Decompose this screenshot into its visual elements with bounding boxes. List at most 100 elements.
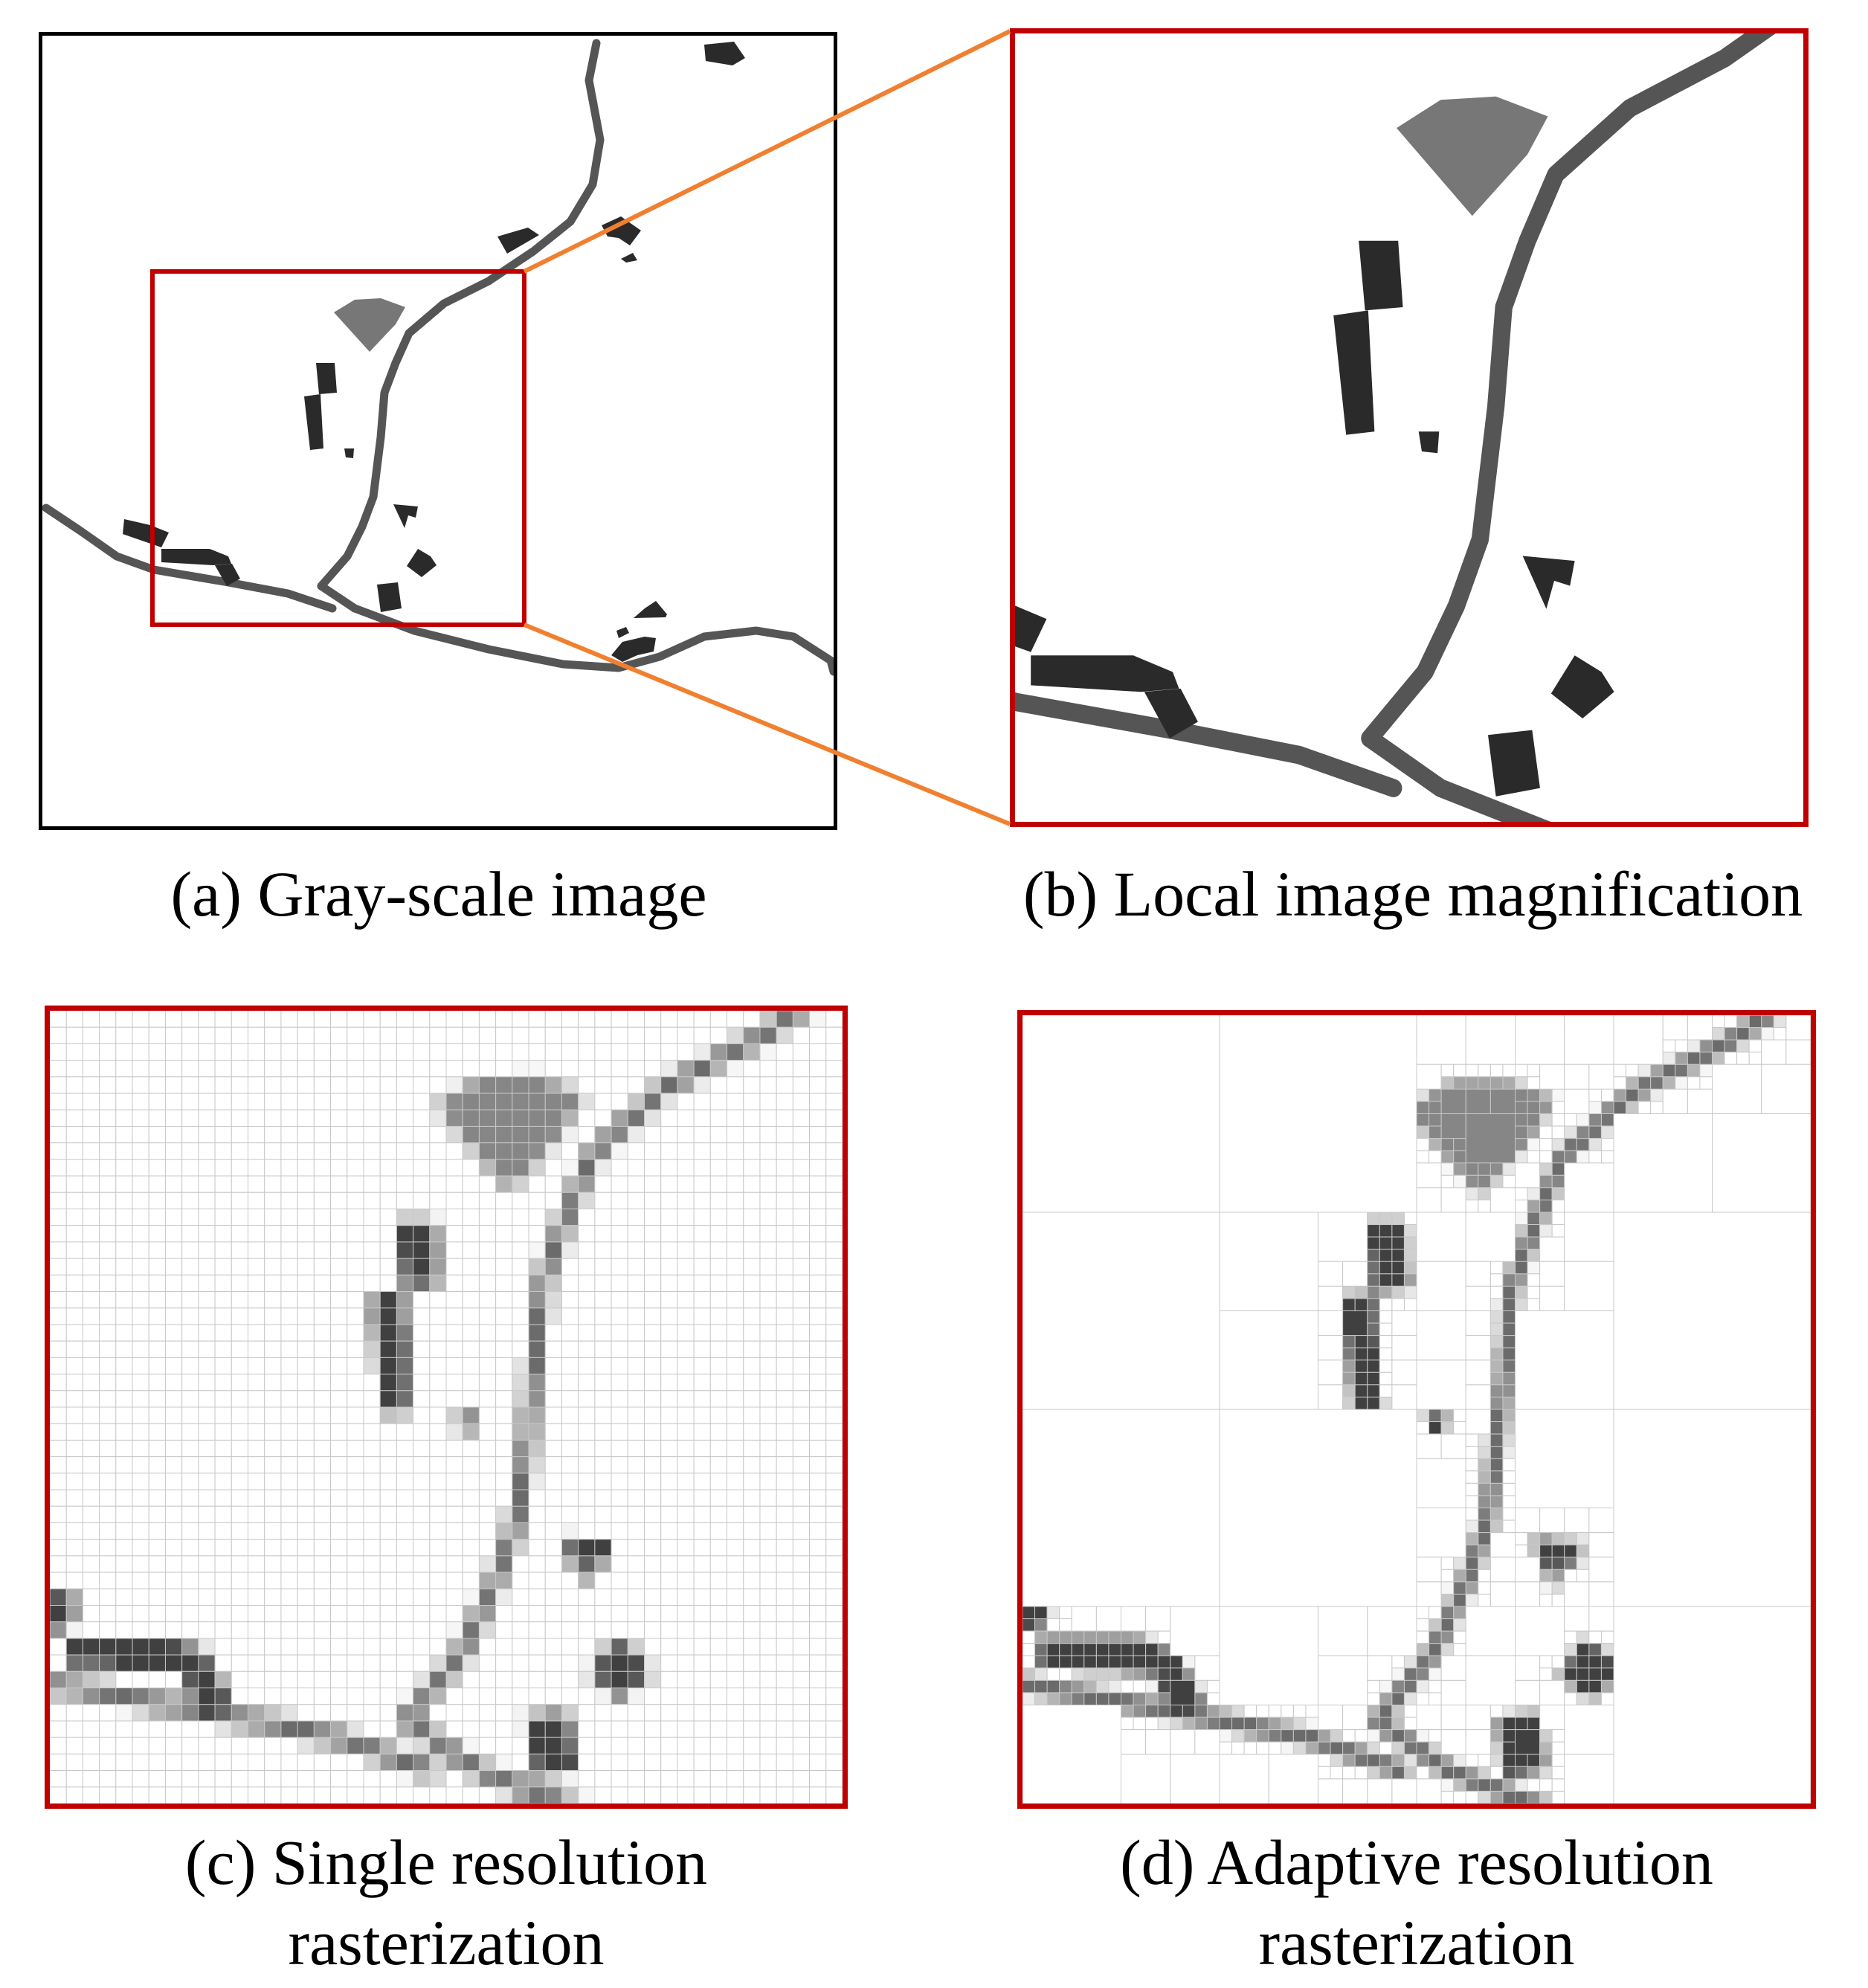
quadtree-cell: [1059, 1643, 1072, 1656]
raster-cell: [248, 1456, 265, 1474]
raster-cell: [231, 1109, 248, 1127]
raster-cell: [512, 1605, 529, 1623]
quadtree-cell: [1034, 1655, 1048, 1669]
raster-cell: [594, 1291, 612, 1309]
raster-cell: [759, 1258, 777, 1276]
quadtree-cell: [1268, 1705, 1282, 1718]
raster-cell: [65, 1456, 83, 1474]
raster-cell: [578, 1505, 596, 1523]
raster-cell: [198, 1175, 216, 1193]
raster-cell: [99, 1011, 117, 1028]
quadtree-cell: [1539, 1174, 1553, 1188]
raster-cell: [264, 1572, 282, 1589]
raster-cell: [363, 1621, 381, 1639]
raster-cell: [429, 1489, 447, 1507]
raster-cell: [644, 1605, 662, 1623]
raster-cell: [693, 1374, 711, 1392]
quadtree-cell: [1182, 1655, 1196, 1669]
raster-cell: [759, 1142, 777, 1160]
raster-cell: [528, 1060, 546, 1078]
raster-cell: [644, 1357, 662, 1375]
quadtree-cell: [1465, 1310, 1491, 1336]
raster-cell: [660, 1770, 678, 1788]
raster-cell: [544, 1357, 562, 1375]
quadtree-cell: [1157, 1717, 1171, 1731]
raster-cell: [478, 1439, 497, 1458]
quadtree-cell: [1539, 1236, 1565, 1262]
raster-cell: [627, 1621, 645, 1639]
raster-cell: [82, 1605, 100, 1623]
raster-cell: [578, 1011, 596, 1028]
raster-cell: [248, 1060, 265, 1078]
raster-cell: [445, 1175, 463, 1193]
raster-cell: [429, 1456, 447, 1474]
quadtree-cell: [1489, 1532, 1516, 1558]
raster-cell: [363, 1241, 381, 1259]
raster-cell: [181, 1011, 199, 1028]
raster-cell: [82, 1505, 100, 1523]
raster-cell: [280, 1456, 298, 1474]
raster-cell: [164, 1274, 183, 1293]
raster-cell: [248, 1390, 265, 1408]
raster-cell: [132, 1225, 149, 1243]
raster-cell: [693, 1175, 711, 1193]
raster-cell: [396, 1473, 414, 1490]
quadtree-cell: [1305, 1729, 1319, 1743]
raster-cell: [561, 1109, 579, 1127]
raster-cell: [396, 1439, 414, 1458]
raster-cell: [363, 1026, 381, 1044]
raster-cell: [363, 1191, 381, 1209]
raster-cell: [198, 1605, 216, 1623]
caption-b: (b) Local image magnification: [1022, 858, 1803, 930]
quadtree-cell: [1219, 1729, 1233, 1743]
raster-cell: [495, 1357, 513, 1375]
quadtree-cell: [1465, 1433, 1479, 1447]
raster-cell: [231, 1670, 248, 1689]
quadtree-cell: [1379, 1273, 1393, 1287]
quadtree-cell: [1502, 1371, 1516, 1386]
raster-cell: [759, 1241, 777, 1259]
raster-cell: [148, 1209, 166, 1226]
raster-cell: [809, 1786, 827, 1804]
quadtree-cell: [1391, 1741, 1405, 1755]
raster-cell: [561, 1505, 579, 1523]
quadtree-cell: [1182, 1667, 1196, 1681]
raster-cell: [445, 1241, 463, 1259]
quadtree-cell: [1465, 1778, 1479, 1792]
quadtree-cell: [1157, 1679, 1171, 1693]
quadtree-cell: [1416, 1212, 1466, 1262]
raster-cell: [561, 1241, 579, 1259]
raster-cell: [181, 1093, 199, 1110]
quadtree-cell: [1416, 1667, 1430, 1681]
raster-cell: [709, 1555, 728, 1573]
raster-cell: [280, 1324, 298, 1342]
raster-cell: [660, 1011, 678, 1028]
raster-cell: [561, 1340, 579, 1358]
raster-cell: [578, 1439, 596, 1458]
quadtree-cell: [1539, 1741, 1553, 1755]
raster-cell: [578, 1307, 596, 1325]
quadtree-cell: [1600, 1138, 1614, 1151]
raster-cell: [693, 1539, 711, 1557]
raster-cell: [280, 1688, 298, 1705]
raster-cell: [727, 1670, 744, 1689]
raster-cell: [561, 1439, 579, 1458]
quadtree-cell: [1478, 1766, 1491, 1780]
quadtree-cell: [1564, 1162, 1614, 1213]
quadtree-cell: [1489, 1409, 1504, 1423]
raster-cell: [148, 1539, 166, 1557]
raster-cell: [82, 1324, 100, 1342]
raster-cell: [65, 1670, 83, 1689]
quadtree-cell: [1773, 1027, 1787, 1040]
raster-cell: [462, 1026, 480, 1044]
raster-cell: [544, 1324, 562, 1342]
building: [407, 549, 437, 577]
raster-cell: [347, 1142, 364, 1160]
raster-cell: [727, 1390, 744, 1408]
quadtree-cell: [1145, 1679, 1159, 1693]
raster-cell: [644, 1125, 662, 1144]
quadtree-cell: [1515, 1310, 1614, 1410]
quadtree-cell: [1354, 1347, 1368, 1361]
quadtree-cell: [1489, 1790, 1504, 1804]
raster-cell: [214, 1109, 232, 1127]
